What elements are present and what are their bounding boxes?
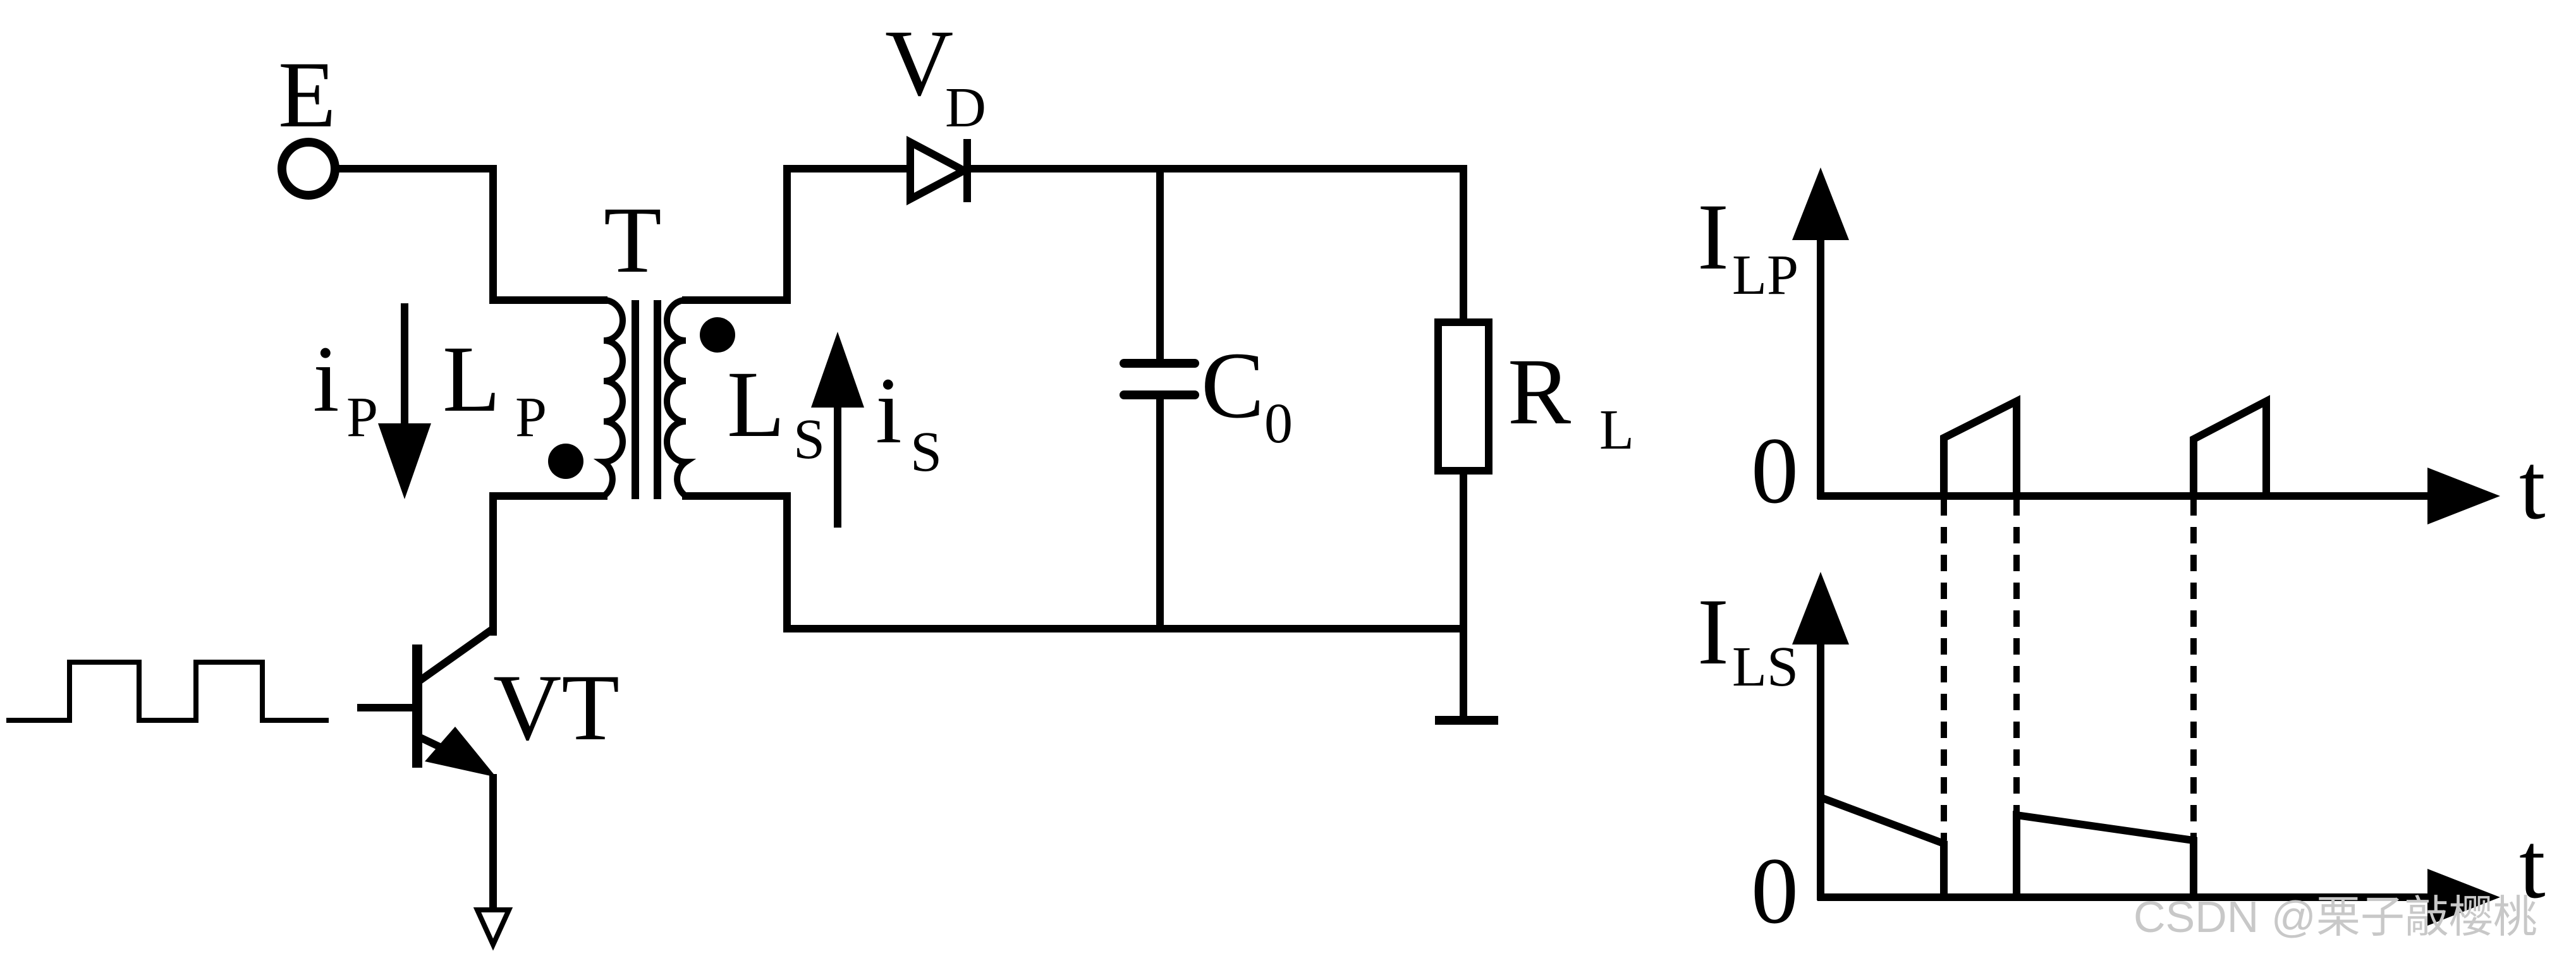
secondary-dot [700,317,735,353]
diode-symbol [906,136,972,205]
transistor-emitter-arrow [425,727,496,777]
primary-winding [593,297,626,499]
capacitor-sub: 0 [1264,392,1293,455]
transformer-label: T [604,188,662,293]
primary-current-arrowhead [378,423,431,499]
resistor-body [1434,318,1492,475]
resistor-sub: L [1599,399,1634,461]
ils-xlabel: t [2519,813,2546,918]
ils-waveform [1819,794,2197,897]
ilp-ylabel-sub: LP [1732,244,1798,306]
secondary-current-sub: S [910,421,942,483]
secondary-winding [664,297,697,499]
secondary-inductor-label: L [727,352,785,457]
source-terminal [278,138,339,200]
ils-origin-label: 0 [1751,838,1798,943]
ilp-x-arrowhead [2427,468,2500,524]
secondary-bottom-wire [682,492,1467,632]
primary-return-wire [489,492,607,636]
primary-current-label: i [313,327,339,432]
transistor-collector [415,626,496,686]
source-label: E [278,42,336,147]
ilp-xlabel: t [2519,434,2546,539]
primary-wire [331,165,607,304]
secondary-current-label: i [876,358,902,463]
secondary-inductor-sub: S [793,408,825,471]
diode-label: V [885,11,953,116]
capacitor-label: C [1201,333,1264,438]
primary-dot [548,444,583,479]
ilp-waveform [1940,395,2270,496]
gate-pulse-signal [6,660,329,723]
ils-ylabel: I [1697,579,1729,684]
primary-inductor-sub: P [515,386,547,449]
emitter-ground-symbol [473,907,513,951]
diode-sub: D [945,76,986,139]
ilp-origin-label: 0 [1751,418,1798,523]
watermark: CSDN @栗子敲樱桃 [2133,892,2537,941]
ilp-y-arrowhead [1792,167,1849,240]
resistor-label: R [1508,339,1571,444]
primary-inductor-label: L [443,327,501,432]
secondary-current-arrowhead [811,332,864,408]
primary-current-sub: P [346,386,378,449]
secondary-top-wire [682,165,908,304]
ilp-ylabel: I [1697,185,1729,289]
ils-ylabel-sub: LS [1732,636,1798,698]
ils-x-arrowhead [2427,869,2500,926]
transistor-label: VT [493,655,620,760]
ils-y-arrowhead [1792,572,1849,644]
